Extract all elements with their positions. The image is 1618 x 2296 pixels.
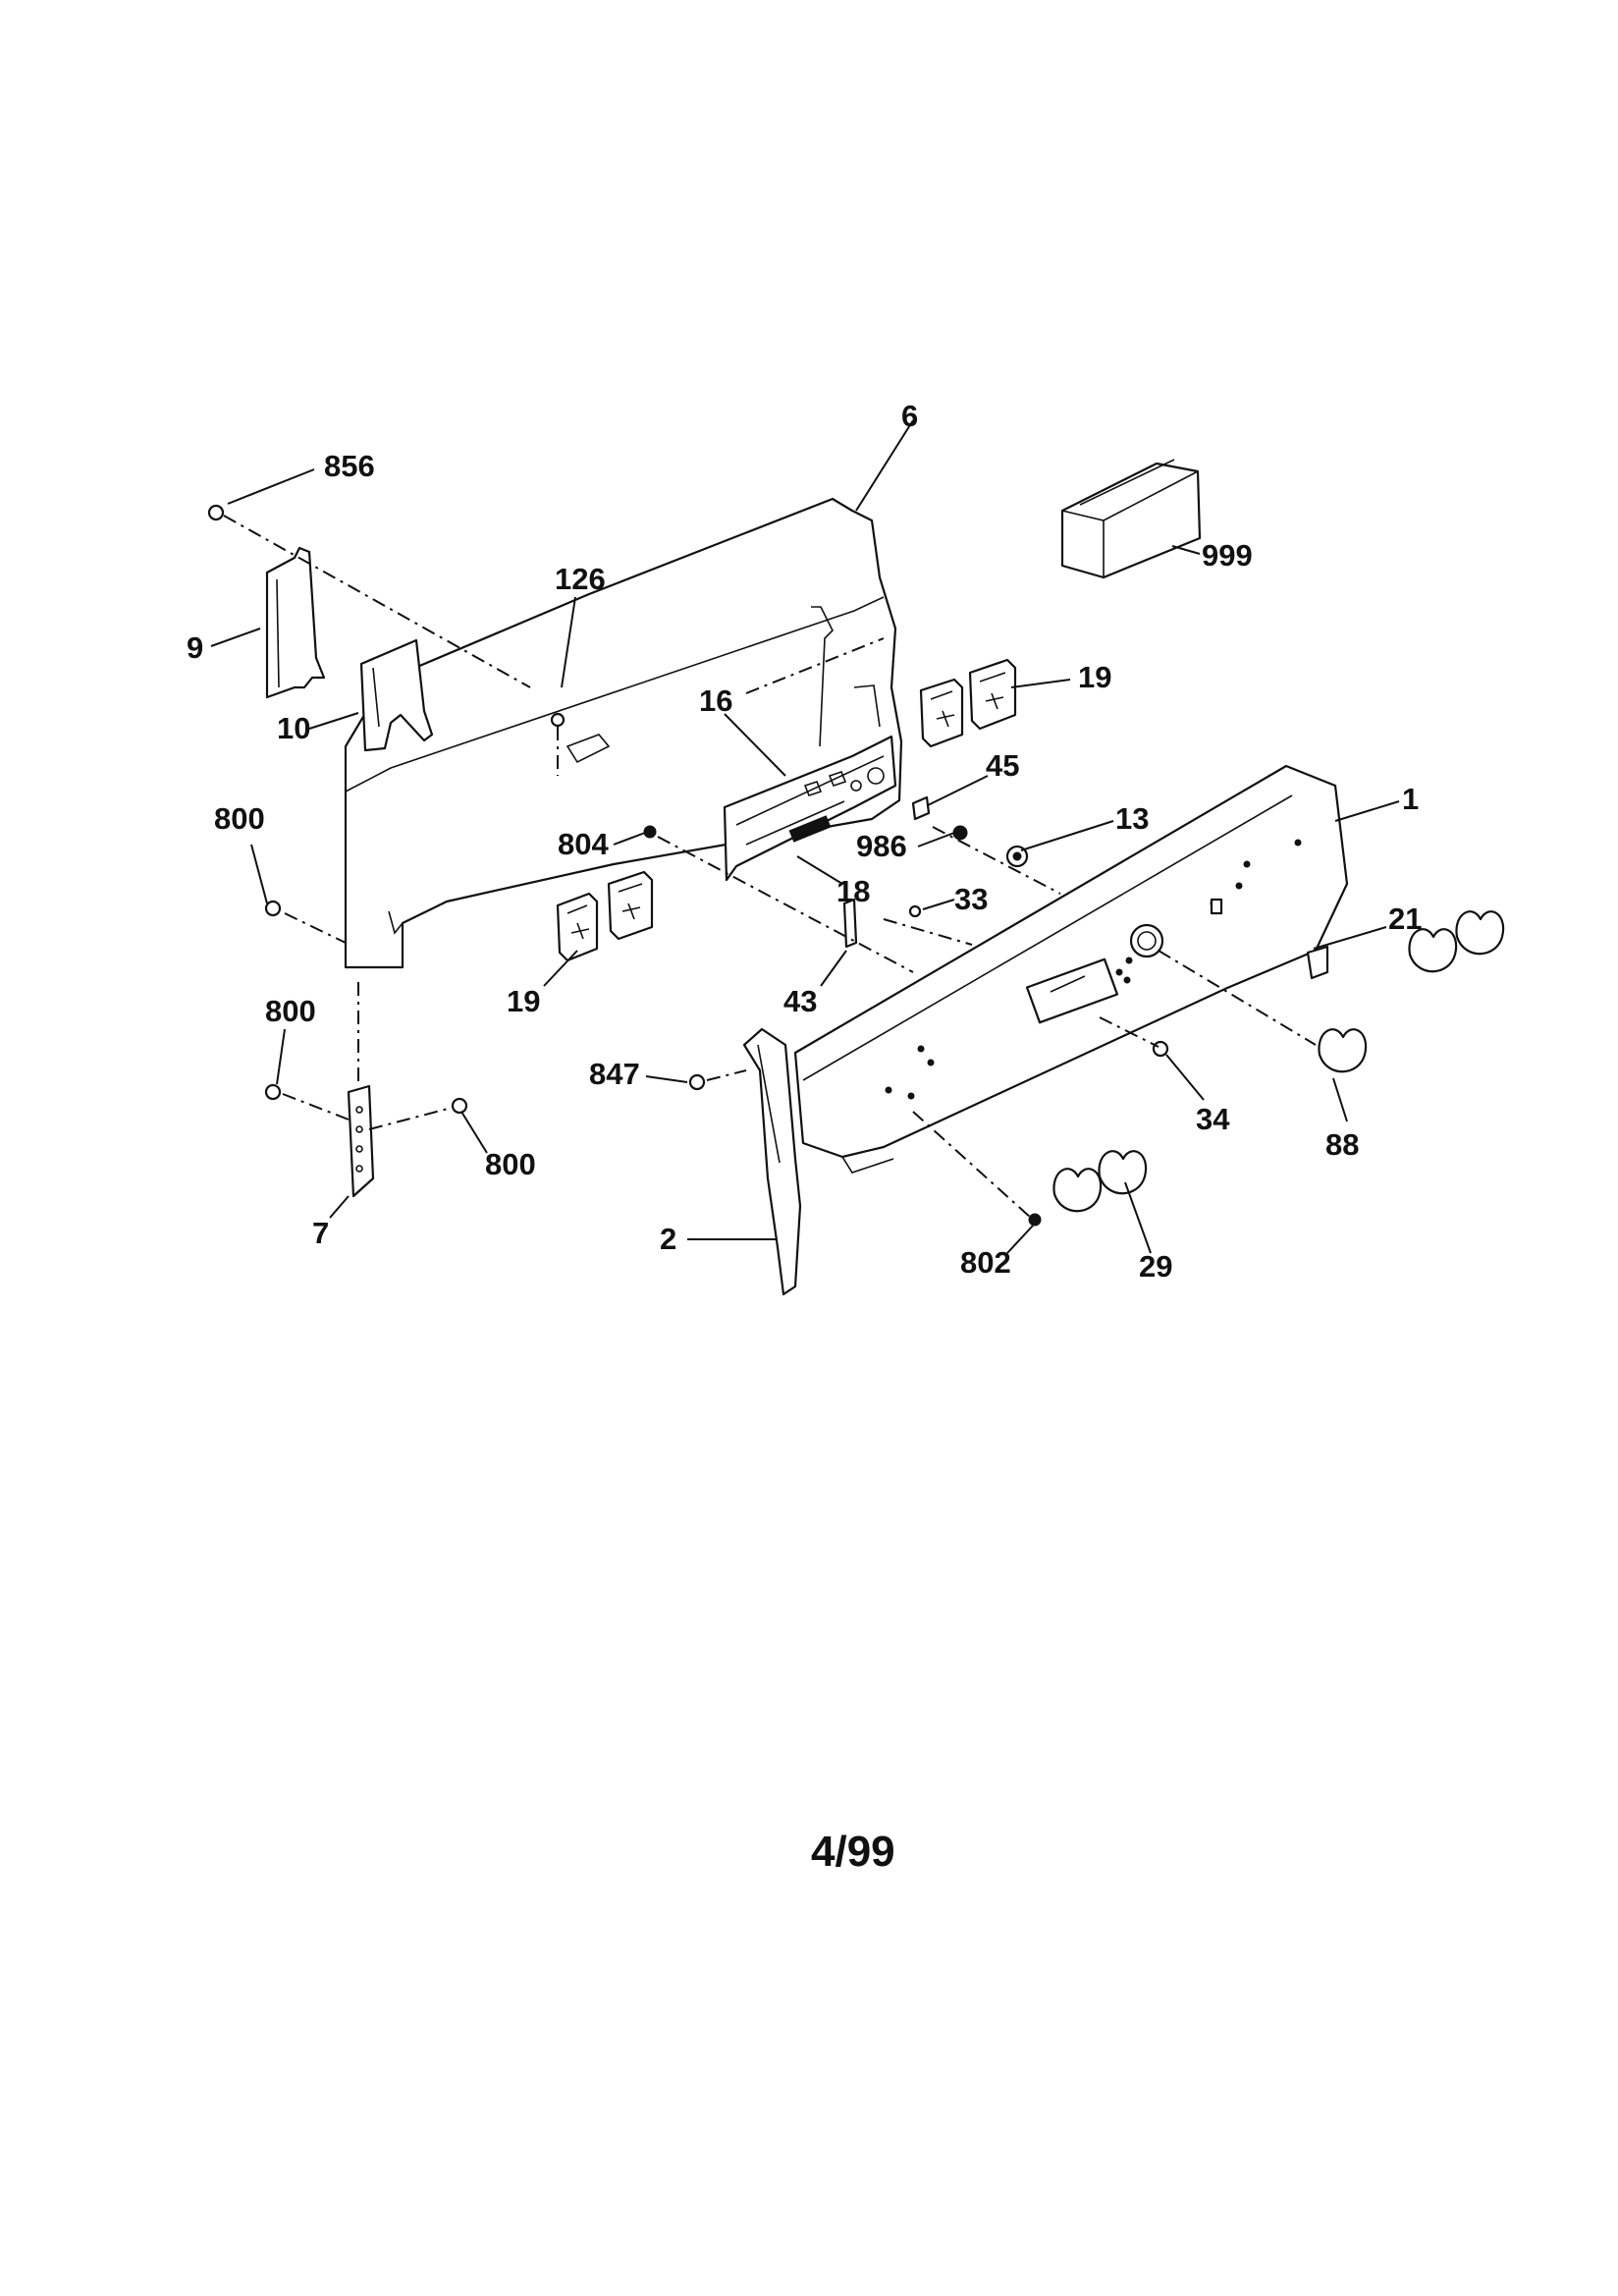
control-board-part-16 — [723, 735, 897, 882]
switch-pair-lower-19 — [556, 870, 654, 962]
label-800-c: 800 — [485, 1147, 536, 1181]
clip-45 — [911, 795, 931, 821]
switch-pair-upper-19 — [919, 658, 1017, 748]
clip-21 — [1306, 945, 1329, 980]
label-34: 34 — [1196, 1102, 1230, 1136]
label-986: 986 — [856, 829, 907, 863]
knob-88-b — [1408, 928, 1458, 973]
clip-126 — [550, 712, 566, 728]
label-126: 126 — [555, 562, 606, 596]
screw-33 — [908, 904, 922, 918]
bracket-part-7 — [347, 1084, 375, 1198]
label-21: 21 — [1388, 902, 1422, 936]
label-7: 7 — [312, 1216, 329, 1250]
knob-29 — [1052, 1168, 1103, 1213]
revision-date: 4/99 — [811, 1828, 895, 1876]
screw-856 — [207, 504, 225, 521]
bracket-part-9 — [265, 546, 326, 699]
label-16: 16 — [699, 683, 732, 718]
label-800-b: 800 — [265, 994, 316, 1028]
knobs — [1052, 910, 1505, 1213]
label-18: 18 — [836, 874, 870, 908]
label-13: 13 — [1115, 801, 1149, 836]
label-43: 43 — [783, 984, 817, 1018]
screw-34 — [1152, 1040, 1169, 1058]
label-19-lower: 19 — [507, 984, 540, 1018]
part-labels: 856 6 999 126 9 10 16 19 45 13 1 800 804… — [187, 399, 1422, 1284]
screw-804 — [643, 825, 657, 839]
label-19-upper: 19 — [1078, 660, 1111, 694]
label-45: 45 — [986, 748, 1019, 783]
side-trim-part-2 — [742, 1027, 802, 1296]
label-802: 802 — [960, 1245, 1011, 1280]
leader-lines — [210, 419, 1400, 1254]
screw-800-a — [264, 900, 282, 917]
label-88: 88 — [1325, 1127, 1359, 1162]
switch-43 — [842, 898, 858, 949]
label-10: 10 — [277, 711, 310, 745]
label-2: 2 — [660, 1222, 676, 1256]
hardware — [207, 504, 1329, 1227]
label-856: 856 — [324, 449, 375, 483]
screw-800-c — [451, 1097, 468, 1115]
rear-panel — [344, 497, 903, 969]
label-6: 6 — [901, 399, 918, 433]
label-800-a: 800 — [214, 801, 265, 836]
label-9: 9 — [187, 630, 203, 665]
nut-986 — [952, 825, 968, 841]
knob-88-c — [1455, 910, 1505, 956]
shield-part-10 — [359, 638, 434, 752]
screw-847 — [688, 1073, 706, 1091]
screw-800-b — [264, 1083, 282, 1101]
label-33: 33 — [954, 882, 988, 916]
knob-29-b — [1098, 1150, 1148, 1195]
package-box-part-999 — [1060, 459, 1202, 579]
knob-88 — [1318, 1028, 1368, 1073]
label-847: 847 — [589, 1057, 640, 1091]
label-1: 1 — [1402, 782, 1419, 816]
washer-13-inner — [1012, 851, 1022, 861]
front-control-panel-part-1 — [793, 764, 1349, 1174]
screw-802 — [1028, 1213, 1042, 1227]
assembly-lines — [223, 515, 1317, 1219]
label-999: 999 — [1202, 538, 1253, 573]
label-29: 29 — [1139, 1249, 1172, 1284]
label-804: 804 — [558, 827, 609, 861]
